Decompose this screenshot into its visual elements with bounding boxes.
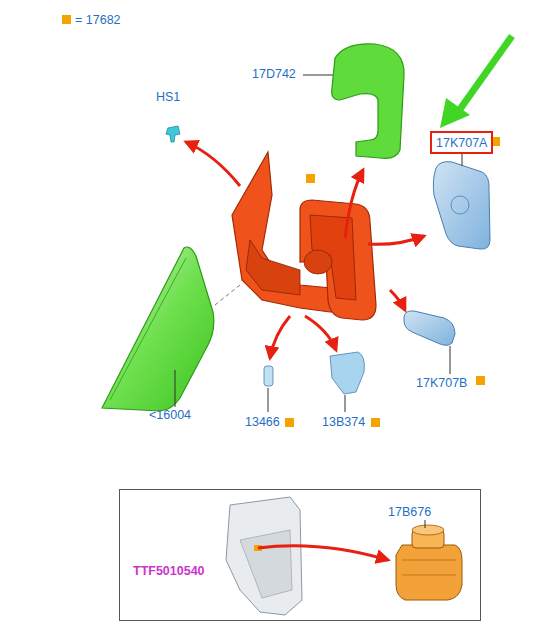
mirror-head — [300, 200, 376, 320]
red-arrows — [186, 142, 424, 358]
bulb-part — [264, 366, 273, 386]
screw-part — [166, 126, 180, 142]
part-number: 17D742 — [252, 68, 296, 81]
part-number: HS1 — [156, 91, 180, 104]
part-number: 17K707B — [416, 377, 467, 390]
highlight-box: 17K707A — [430, 131, 493, 154]
lamp-part — [330, 352, 364, 394]
leader-line — [268, 388, 269, 412]
legend-text: = 17682 — [75, 14, 121, 27]
part-number: 13466 — [245, 416, 280, 429]
cover-part — [332, 44, 404, 159]
leader-line — [175, 370, 176, 407]
part-number: TTF5010540 — [133, 565, 205, 578]
pointer-arrow — [440, 98, 470, 128]
part-number: 17B676 — [388, 506, 431, 519]
inset-box: TTF5010540 17B676 — [119, 489, 481, 621]
motor-part — [396, 545, 462, 600]
pointer-arrow — [458, 36, 512, 112]
glass-part — [433, 162, 490, 249]
cap-part — [102, 247, 214, 411]
leader-line — [345, 395, 346, 412]
leader-line — [462, 153, 463, 166]
marker-squares — [285, 137, 500, 427]
part-number: <16004 — [149, 409, 191, 422]
bracket-part — [226, 497, 302, 615]
part-number: 13B374 — [322, 416, 365, 429]
legend-swatch — [62, 15, 71, 24]
leader-line — [303, 75, 333, 76]
glass-part — [404, 311, 455, 345]
leader-line — [450, 346, 451, 374]
part-number: 17K707A — [436, 137, 487, 150]
